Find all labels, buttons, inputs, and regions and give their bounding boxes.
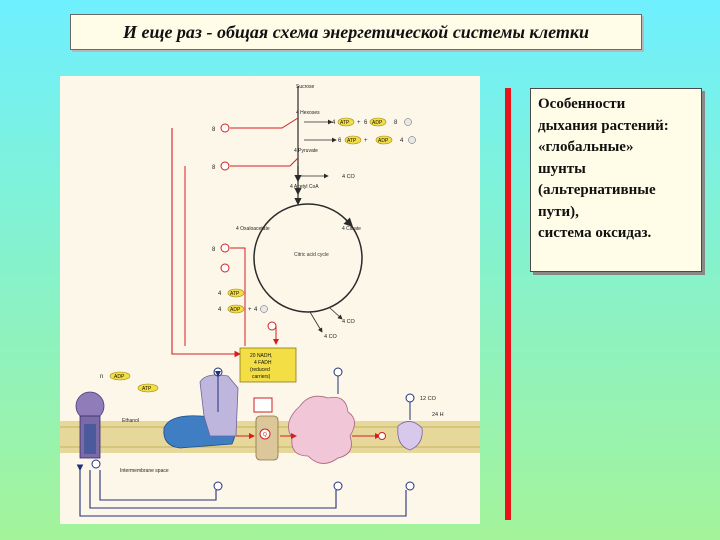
label-intermembrane: Intermembrane space [120,468,169,474]
proton-loop-1 [76,464,407,517]
svg-text:6: 6 [364,120,368,126]
red-path-4 [230,247,246,346]
proton-loop-2 [89,470,337,509]
svg-text:ATP: ATP [340,120,350,126]
respiration-diagram: Sucrose 4 Hexoses 4 Pyruvate 4 Acetyl Co… [60,76,480,524]
co2-arrow-b2 [329,307,343,320]
citric-cycle [253,203,363,313]
atp-cycle: 4 ATP 4 ADP + 4 [218,288,268,314]
svg-text:4: 4 [218,307,222,313]
atp-row-2: 6 ATP + ADP 4 [338,135,416,145]
svg-text:ADP: ADP [378,138,389,144]
diagram-svg: Sucrose 4 Hexoses 4 Pyruvate 4 Acetyl Co… [60,84,480,517]
nadh-line-4: carriers) [252,374,271,380]
label-eight-c: 8 [212,247,216,253]
atp-row-1: 4 ATP + 6 ADP 8 [332,117,412,127]
label-q: Q [263,432,267,438]
label-hexoses: 4 Hexoses [296,110,320,116]
atp-marker [137,383,159,393]
red-path-2 [230,157,299,167]
note-box: Особенности дыхания растений: «глобальны… [530,88,702,272]
nadh-line-1: 20 NADH, [250,353,273,359]
adp-marker [109,371,131,381]
label-citrate: 4 Citrate [342,226,361,232]
note-line-2: дыхания растений: [538,117,669,134]
label-h2o: 24 H [432,412,444,418]
title-box: И еще раз - общая схема энергетической с… [70,14,642,50]
nadh-line-2: 4 FADH [254,360,272,366]
label-co2-top: 4 CO [342,174,356,180]
proton-loop-3 [99,470,217,501]
alternative-oxidase [397,421,423,451]
red-box [253,397,273,413]
svg-text:ADP: ADP [230,307,241,313]
atp-synthase [75,391,105,459]
nadh-markers [220,123,277,331]
svg-text:4: 4 [254,307,258,313]
e-marker [378,432,386,440]
co2-arrow-b1 [309,311,323,333]
svg-text:4: 4 [332,120,336,126]
label-co2-b1: 4 CO [324,334,338,340]
nadh-line-3: (reduced [250,367,270,373]
label-ethanol: Ethanol [122,418,139,424]
svg-text:8: 8 [394,120,398,126]
label-pyruvate: 4 Pyruvate [294,148,318,154]
svg-text:4: 4 [400,138,404,144]
nadh-box [239,347,297,383]
svg-text:ATP: ATP [347,138,357,144]
red-divider [505,88,511,520]
label-eight-b: 8 [212,165,216,171]
complex-iv [288,395,355,464]
label-acetyl: 4 Acetyl CoA [290,184,319,190]
red-path-1 [230,117,299,129]
svg-text:4: 4 [218,291,222,297]
label-n-adp: n [100,374,103,380]
label-eight-a: 8 [212,127,216,133]
cycle-arrowhead [343,217,354,228]
note-line-1: Особенности [538,96,626,112]
note-line-3: «глобальные» [538,139,634,155]
note-line-4: шунты [538,160,586,177]
note-line-6: пути), [538,203,579,220]
label-adp-bottom: ADP [114,374,125,380]
svg-text:6: 6 [338,138,342,144]
slide-title: И еще раз - общая схема энергетической с… [122,21,590,42]
svg-text:+: + [364,138,368,144]
note-line-5: (альтернативные [538,182,656,198]
label-oxaloacetate: 4 Oxaloacetate [236,226,270,232]
label-cycle: Citric acid cycle [294,252,329,258]
svg-text:ATP: ATP [230,291,240,297]
red-path-main [171,128,242,358]
svg-text:+: + [357,120,361,126]
svg-text:+: + [248,307,252,313]
note-line-7: система оксидаз. [538,225,652,241]
label-co2-b2: 4 CO [342,319,356,325]
label-co2-12: 12 CO [420,396,437,402]
label-atp-bottom: ATP [142,386,152,392]
ubiquinone [259,428,271,440]
label-sucrose: Sucrose [296,84,315,90]
svg-text:ADP: ADP [372,120,383,126]
